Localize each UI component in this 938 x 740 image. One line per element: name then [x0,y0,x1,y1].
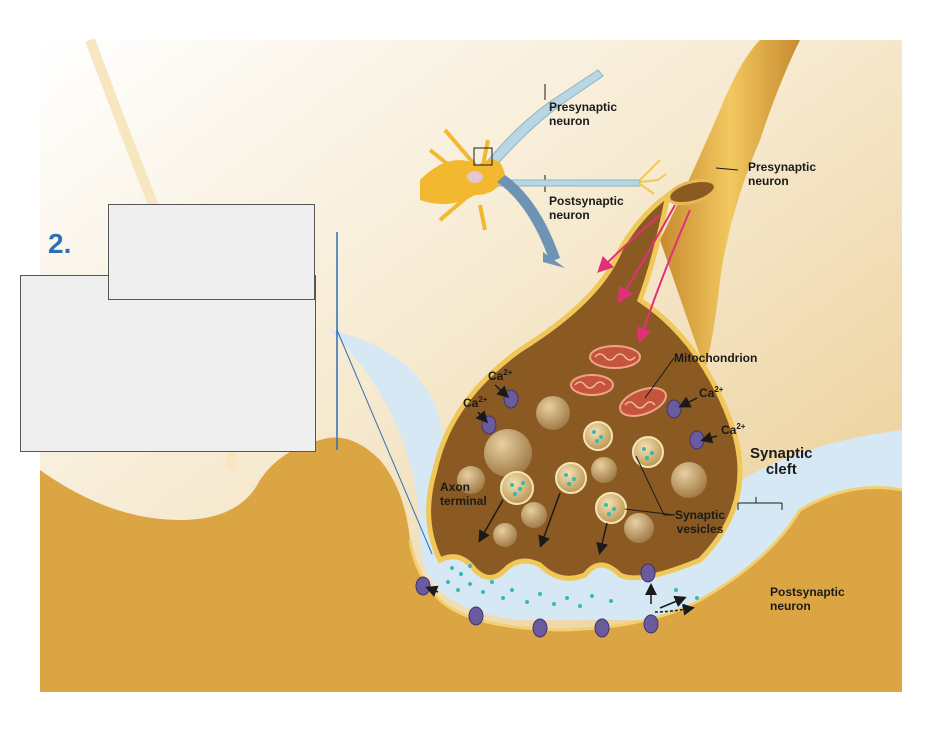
label-mitochondrion: Mitochondrion [674,351,758,365]
label-axon-terminal: Axon terminal [440,480,487,508]
zoom-line [336,329,433,555]
label-postsynaptic-main: Postsynaptic neuron [770,585,845,613]
label-synaptic-vesicles: Synaptic vesicles [675,508,726,536]
label-presynaptic-inset: Presynaptic neuron [549,100,618,128]
postsynaptic-neuron-body [40,437,902,692]
action-potential-arrows [597,204,691,344]
cover-box-small [108,204,315,300]
slide-number: 2. [48,228,72,259]
mitochondria [570,345,667,417]
ion-label-4: Ca2+ [721,422,746,437]
label-presynaptic-main: Presynaptic neuron [748,160,817,188]
ion-label-1: Ca2+ [488,368,513,383]
inset-neuron [420,69,667,268]
ion-label-3: Ca2+ [699,385,724,400]
cover-box-large [20,275,316,452]
label-synaptic-cleft: Synaptic cleft [750,445,813,478]
leader-lines [544,84,783,516]
vesicle-balls [457,396,707,547]
released-neurotransmitter [446,564,699,608]
presynaptic-axon [660,40,800,370]
synaptic-vesicles [500,421,664,524]
label-postsynaptic-inset: Postsynaptic neuron [549,194,624,222]
ion-label-2: Ca2+ [463,395,488,410]
process-arrows [425,384,718,616]
